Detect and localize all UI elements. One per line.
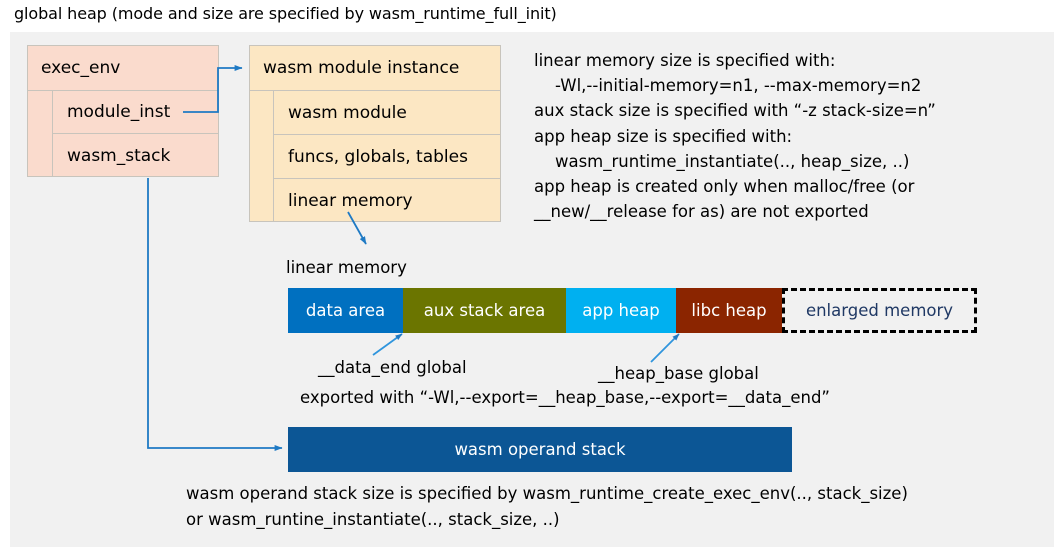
memory-segment-enlarged-memory: enlarged memory	[782, 288, 977, 333]
linear-memory-note-line-6: __new/__release for as) are not exported	[534, 202, 869, 222]
exec-env-field-wasm-stack: wasm_stack	[67, 145, 171, 166]
wasm-operand-stack-box: wasm operand stack	[288, 427, 792, 472]
exec-env-box: exec_env module_inst wasm_stack	[27, 45, 219, 177]
data-end-global-label: __data_end global	[318, 358, 467, 377]
exported-with-label: exported with “-Wl,--export=__heap_base,…	[300, 388, 830, 407]
exec-env-field-module-inst: module_inst	[53, 91, 218, 134]
wasm-module-instance-gutter	[250, 91, 274, 222]
operand-stack-note-line-1: or wasm_runtine_instantiate(.., stack_si…	[186, 510, 560, 529]
exec-env-gutter	[28, 91, 53, 177]
wasm-module-instance-header: wasm module instance	[250, 46, 500, 91]
exec-env-header: exec_env	[28, 46, 218, 91]
memory-segment-data-area: data area	[288, 288, 403, 333]
linear-memory-note-line-3: app heap size is specified with:	[534, 126, 793, 146]
linear-memory-caption: linear memory	[286, 258, 407, 277]
operand-stack-note-line-0: wasm operand stack size is specified by …	[186, 484, 908, 503]
linear-memory-note-line-2: aux stack size is specified with “-z sta…	[534, 101, 936, 121]
memory-segment-aux-stack-area: aux stack area	[403, 288, 566, 333]
linear-memory-notes: linear memory size is specified with: -W…	[534, 48, 936, 224]
exec-env-field-list: module_inst wasm_stack	[53, 91, 218, 177]
exec-env-body: module_inst wasm_stack	[28, 91, 218, 177]
page-title: global heap (mode and size are specified…	[14, 4, 557, 23]
module-field-wasm-module: wasm module	[274, 91, 500, 135]
linear-memory-note-line-4: wasm_runtime_instantiate(.., heap_size, …	[534, 151, 910, 171]
heap-base-global-label: __heap_base global	[598, 364, 759, 383]
module-field-funcs-globals-tables: funcs, globals, tables	[274, 135, 500, 179]
wasm-module-instance-body: wasm module funcs, globals, tables linea…	[250, 91, 500, 222]
wasm-module-instance-box: wasm module instance wasm module funcs, …	[249, 45, 501, 222]
module-field-linear-memory: linear memory	[288, 190, 413, 211]
memory-segment-libc-heap: libc heap	[676, 288, 782, 333]
memory-segment-app-heap: app heap	[566, 288, 676, 333]
operand-stack-notes: wasm operand stack size is specified by …	[186, 481, 908, 533]
wasm-module-instance-field-list: wasm module funcs, globals, tables linea…	[274, 91, 500, 222]
linear-memory-note-line-0: linear memory size is specified with:	[534, 51, 836, 70]
linear-memory-note-line-1: -Wl,--initial-memory=n1, --max-memory=n2	[534, 76, 922, 96]
linear-memory-note-line-5: app heap is created only when malloc/fre…	[534, 177, 915, 197]
